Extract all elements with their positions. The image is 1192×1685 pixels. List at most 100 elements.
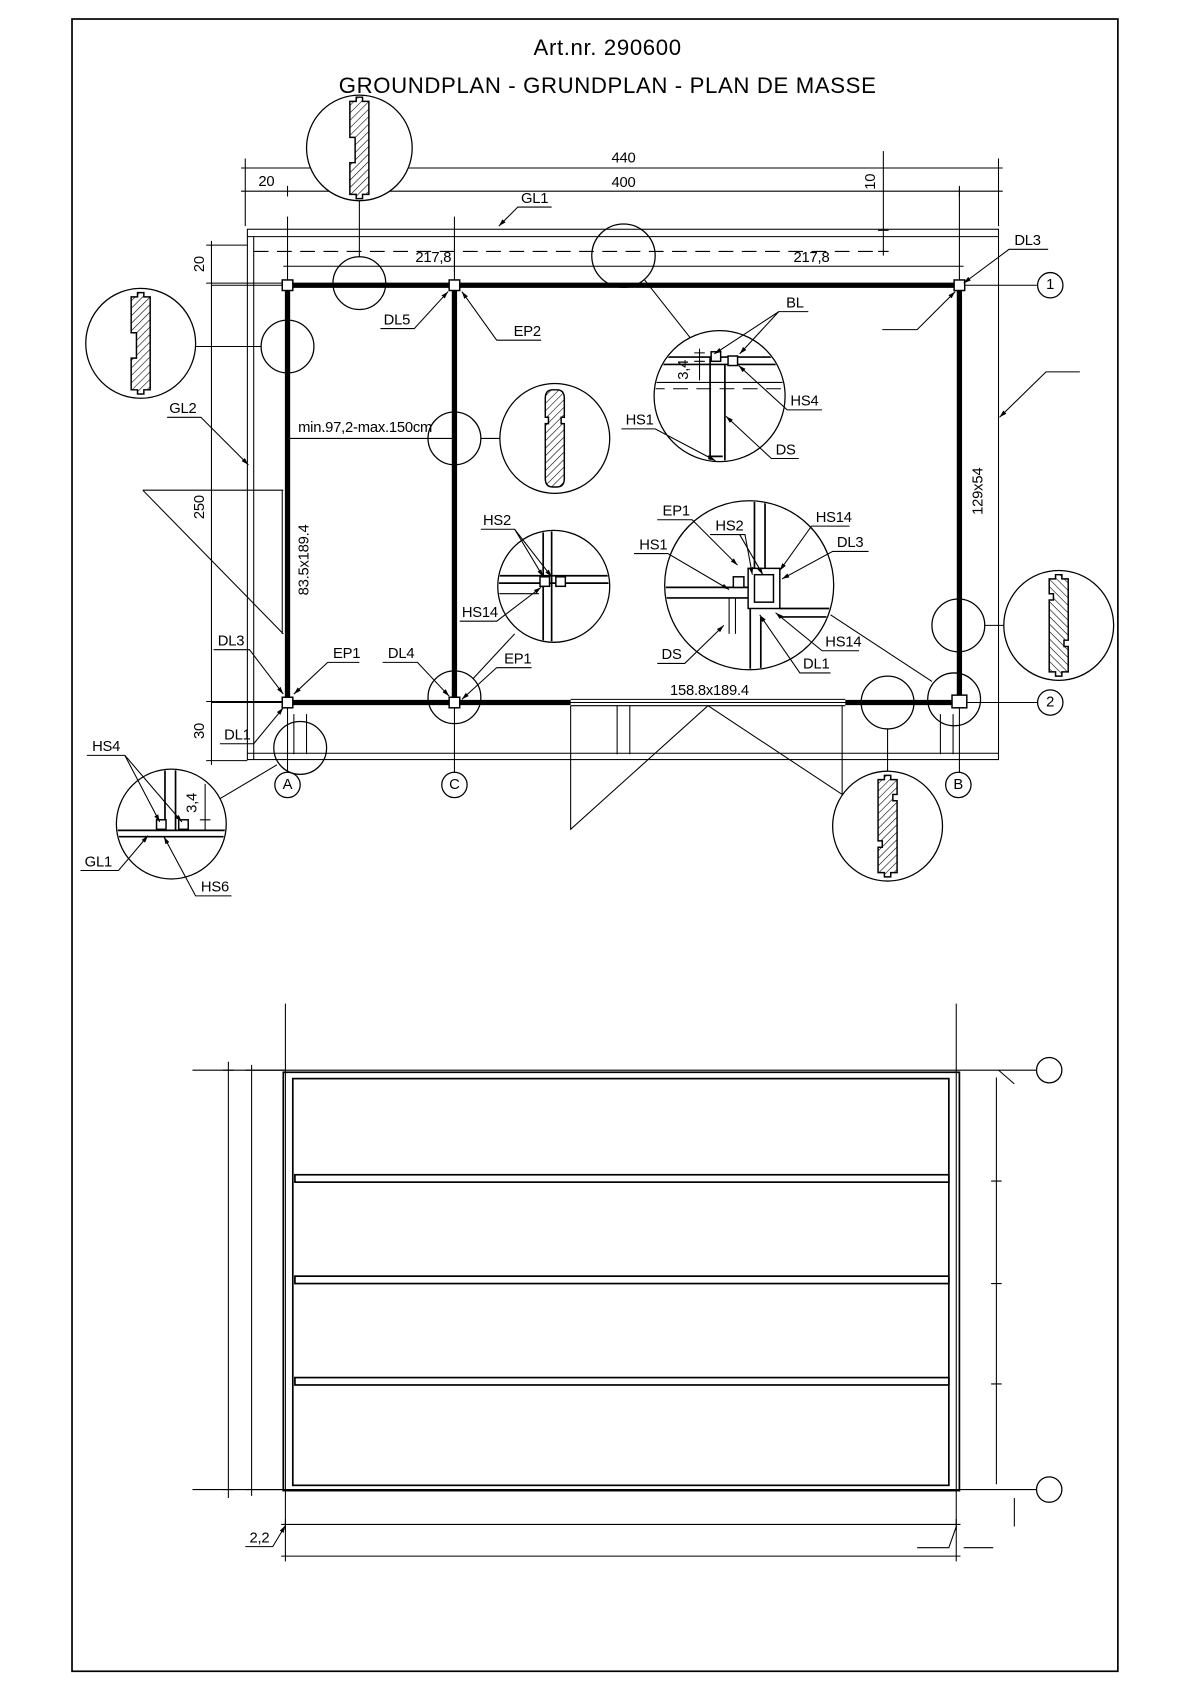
floor-frame-plan: 2,2 (192, 1004, 1061, 1562)
grid-label-1: 1 (1046, 277, 1054, 293)
title-block: Art.nr. 290600 GROUNDPLAN - GRUNDPLAN - … (339, 35, 877, 98)
label-hs6: HS6 (201, 880, 229, 896)
label-hs2-corner: HS2 (715, 518, 743, 534)
detail-floor-edge: 3,4 (114, 722, 326, 879)
label-gl1-top: GL1 (521, 191, 548, 207)
label-ep1-corner: EP1 (663, 504, 690, 520)
label-ds-corner: DS (661, 647, 681, 663)
board-profile-section (878, 775, 897, 876)
label-ep2: EP2 (514, 324, 541, 340)
dimension-line-right (991, 1070, 1014, 1526)
detail-gap-dimension: 3,4 (185, 793, 201, 813)
dimension-depth: 250 (192, 495, 208, 519)
article-number: Art.nr. 290600 (534, 35, 682, 60)
profile-callout-left (86, 288, 314, 398)
dimension-bay-right: 217,8 (794, 250, 830, 266)
double-door-size: 158.8x189.4 (670, 683, 749, 699)
leader-gl2 (167, 417, 248, 465)
callout-marker-circle (274, 722, 327, 775)
corner-post (954, 280, 965, 291)
label-ep1-left: EP1 (333, 646, 360, 662)
frame-inner (293, 1079, 949, 1486)
board-profile-section (1049, 575, 1068, 676)
roof-edge (247, 229, 998, 759)
front-posts (294, 706, 953, 755)
label-gl1-left: GL1 (85, 854, 112, 870)
grid-label-2: 2 (1046, 695, 1054, 711)
floor-beam (295, 1175, 949, 1182)
dimension-line-depth (206, 241, 285, 765)
connector (179, 820, 189, 830)
detail-gap-dimension: 3,4 (676, 360, 692, 380)
leader-unlabeled-corner (882, 292, 955, 330)
left-door-swing (143, 490, 284, 634)
leader-bottom-right (917, 1527, 993, 1548)
dimension-line-bottom (281, 1519, 960, 1556)
label-hs4-left: HS4 (92, 739, 120, 755)
partition-range: min.97,2-max.150cm (298, 420, 432, 436)
leader-gl1-top (499, 207, 552, 226)
leader-ep1-left (294, 662, 359, 694)
label-ep1-mid: EP1 (504, 651, 531, 667)
detail-top-connection: 3,4 (592, 224, 787, 465)
window-right-size: 129x54 (971, 468, 987, 515)
connector (540, 577, 550, 587)
frame-edge-left (245, 1065, 285, 1496)
label-dl1-corner: DL1 (803, 657, 829, 673)
dimension-floor-offset: 2,2 (249, 1530, 269, 1546)
label-hs14-corner-top: HS14 (816, 510, 852, 526)
profile-callout-bottom (833, 676, 943, 881)
roof-outline (247, 229, 998, 759)
label-hs14-mid: HS14 (462, 605, 498, 621)
drawing-title: GROUNDPLAN - GRUNDPLAN - PLAN DE MASSE (339, 73, 877, 98)
grid-label-a: A (283, 777, 293, 793)
detail-circle (498, 530, 610, 642)
label-dl5: DL5 (384, 312, 410, 328)
label-dl4: DL4 (388, 646, 414, 662)
double-door-swing (571, 706, 843, 830)
frame-outer (283, 1072, 959, 1490)
label-dl3-left: DL3 (218, 633, 244, 649)
axis-lines (211, 188, 1037, 772)
axis-lines (192, 1004, 1036, 1562)
corner-post (282, 697, 293, 708)
leader-unlabeled-right (1000, 372, 1080, 417)
leader-dl3-left (214, 650, 284, 694)
label-hs1-detail: HS1 (626, 413, 654, 429)
detail-circle (116, 769, 226, 879)
grid-marker-empty (1037, 1477, 1062, 1502)
dimension-overhang-back: 20 (192, 256, 208, 272)
leader-ep1-mid (462, 668, 532, 700)
grid-label-b: B (953, 777, 963, 793)
label-hs2-mid: HS2 (483, 513, 511, 529)
dimension-overhang-front: 30 (192, 723, 208, 739)
label-ds-detail: DS (776, 442, 796, 458)
floor-beam (295, 1276, 949, 1283)
profile-callout-top (307, 95, 413, 309)
leader-dl4 (383, 662, 450, 696)
floor-beam (295, 1378, 949, 1385)
left-dimensions: 20 250 30 (192, 241, 285, 765)
dimension-overall-width: 440 (611, 151, 635, 167)
dimension-line-bays (283, 261, 963, 272)
corner-post (449, 697, 460, 708)
callout-leader (220, 765, 277, 799)
callout-leader (645, 280, 693, 340)
dimension-bay-left: 217,8 (415, 250, 451, 266)
label-dl3-top-right: DL3 (1014, 233, 1040, 249)
dimension-wall-width: 400 (611, 175, 635, 191)
label-hs14-corner-bottom: HS14 (825, 635, 861, 651)
label-dl3-corner: DL3 (837, 535, 863, 551)
corner-post (282, 280, 293, 291)
dimension-line-left (223, 1062, 234, 1498)
dimension-roof-offset: 10 (863, 174, 879, 190)
dimension-line-roof-offset (878, 151, 889, 256)
connector (728, 356, 738, 366)
roof-inner-edge (247, 237, 998, 760)
corner-post (449, 280, 460, 291)
label-gl2: GL2 (169, 401, 196, 417)
corner-post-inner (754, 575, 773, 602)
corner-post (952, 695, 967, 708)
grid-marker-empty (1037, 1057, 1062, 1082)
